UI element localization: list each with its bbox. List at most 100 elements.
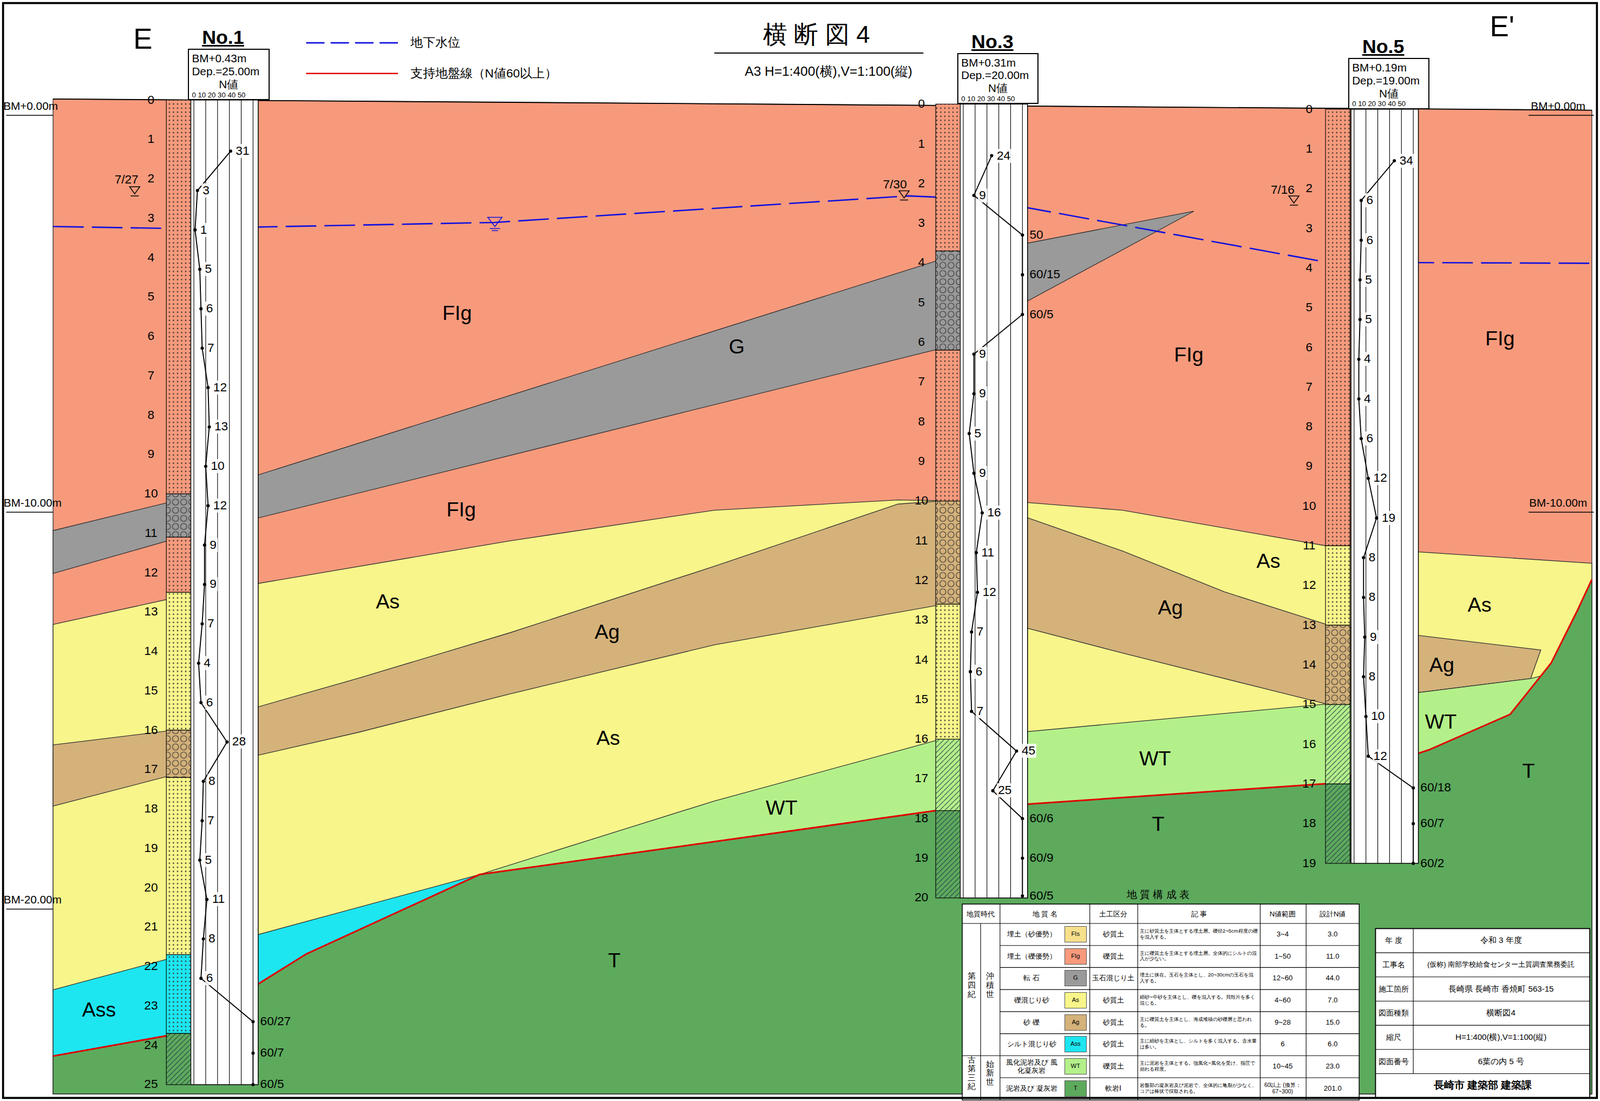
table-cell: 埋土（砂優勢）: [1003, 930, 1061, 939]
table-cell: 6.0: [1327, 1040, 1338, 1049]
depth-number: 6: [1305, 340, 1314, 355]
table-cell: 12~60: [1259, 974, 1305, 983]
n-value: 6: [205, 695, 215, 710]
n-value: 7: [206, 813, 216, 828]
soil-column: [935, 251, 960, 351]
axis-title: N値: [961, 81, 1035, 95]
soil-pattern: [935, 811, 960, 899]
soil-column: [1325, 704, 1350, 785]
n-value: 50: [1029, 227, 1044, 243]
borehole-log: [1325, 109, 1419, 864]
n-value-dot: [1020, 312, 1024, 317]
n-value-line: [1359, 160, 1414, 864]
date: 7/30: [883, 177, 907, 192]
table-cell: 埋土（礫優勢）: [1003, 952, 1061, 961]
depth-number: 4: [147, 250, 155, 265]
n-value-dot: [1358, 317, 1362, 322]
depth-number: 4: [917, 255, 925, 270]
n-value-dot: [1358, 278, 1362, 282]
n-value: 10: [209, 459, 226, 474]
n-value-dot: [201, 937, 206, 942]
n-value: 4: [202, 656, 212, 671]
depth-number: 25: [144, 1077, 158, 1092]
axis-title: N値: [191, 77, 265, 91]
n-value-dot: [205, 898, 209, 902]
titleblock-key: 縮尺: [1386, 1033, 1402, 1042]
soil-pattern: [1325, 704, 1350, 785]
date: 7/16: [1270, 183, 1295, 198]
soil-pattern: [1325, 784, 1350, 864]
depth-number: 0: [917, 96, 925, 111]
table-cell: 泥岩及び 凝灰岩: [1003, 1084, 1061, 1093]
legend-swatch: Ag: [1064, 1014, 1087, 1031]
n-value: 7: [206, 341, 216, 356]
soil-pattern: [166, 777, 191, 955]
titleblock-key: 図面種類: [1378, 1008, 1409, 1018]
n-grid: [1401, 109, 1402, 864]
section-end: E': [1489, 10, 1514, 44]
table-note: 主に礫質土を主体とする埋土層。全体的にシルトの混入が少ない。: [1139, 950, 1259, 963]
layer-label: As: [596, 727, 620, 751]
soil-column: [166, 493, 191, 538]
layer-label: As: [1467, 593, 1492, 617]
n-value: 60/15: [1029, 267, 1061, 282]
table-cell: 11.0: [1326, 952, 1340, 961]
n-value-dot: [229, 149, 233, 153]
layer-label: As: [375, 590, 400, 614]
section-end: E: [133, 22, 153, 56]
n-value: 6: [1365, 193, 1375, 208]
stroke: [1375, 1049, 1590, 1050]
n-value-dot: [980, 511, 984, 515]
n-value: 28: [231, 734, 247, 749]
soil-column: [935, 501, 960, 605]
n-value: 31: [234, 144, 251, 159]
depth-number: 14: [1302, 657, 1316, 672]
header-box: BM+0.31m Dep.=20.00mN値0 10 20 30 40 50: [957, 53, 1040, 104]
n-value: 8: [1367, 550, 1377, 565]
titleblock-value: 6葉の内 5 号: [1478, 1056, 1525, 1067]
n-value-dot: [969, 630, 973, 635]
legend-code: T: [1065, 1081, 1087, 1096]
n-value-dot: [1357, 397, 1361, 401]
n-value-dot: [201, 780, 206, 784]
titleblock-owner: 長崎市 建築部 建築課: [1433, 1079, 1532, 1092]
soil-column: [935, 739, 960, 812]
n-chart: [190, 100, 258, 1086]
soil-pattern: [166, 730, 191, 778]
n-value-dot: [1366, 754, 1370, 759]
table-note: 埋土に挟在。玉石を主体とし、20~30cmの玉石を混入する。: [1139, 972, 1259, 985]
n-value: 5: [204, 262, 214, 277]
titleblock-value: 横断図4: [1486, 1008, 1515, 1018]
soil-column: [166, 955, 191, 1035]
n-value-dot: [199, 701, 203, 705]
titleblock-value: (仮称) 南部学校給食センター土質調査業務委託: [1427, 960, 1575, 969]
geologic-period: 第四紀: [967, 972, 976, 1000]
n-value-line: [969, 155, 1023, 897]
n-value: 12: [981, 585, 998, 600]
depth-number: 16: [1302, 737, 1316, 752]
soil-pattern: [935, 350, 960, 502]
layer-label: Ag: [1429, 653, 1455, 677]
n-value: 12: [212, 498, 228, 513]
n-value-dot: [200, 622, 204, 626]
table-cell: 砂質土: [1102, 930, 1125, 939]
titleblock-value: 令和 3 年度: [1480, 936, 1523, 946]
n-value: 60/6: [1029, 811, 1054, 826]
soil-column: [1325, 625, 1350, 705]
titleblock-ground: [1375, 928, 1590, 1099]
n-value-dot: [1361, 556, 1366, 560]
depth-number: 19: [914, 851, 929, 866]
stroke: [1413, 928, 1414, 1074]
depth-number: 6: [147, 329, 155, 344]
n-chart: [1350, 109, 1419, 864]
n-value: 60/27: [260, 1014, 292, 1029]
n-value: 8: [207, 931, 217, 946]
stroke: [980, 923, 982, 1101]
header-box: BM+0.19m Dep.=19.00mN値0 10 20 30 40 50: [1348, 57, 1430, 109]
layer-label: FIg: [442, 301, 472, 325]
legend-swatch: G: [1064, 970, 1087, 987]
n-value-dot: [967, 432, 971, 436]
depth-number: 13: [914, 612, 929, 628]
n-value-dot: [1014, 749, 1018, 754]
n-value: 6: [1365, 431, 1375, 446]
